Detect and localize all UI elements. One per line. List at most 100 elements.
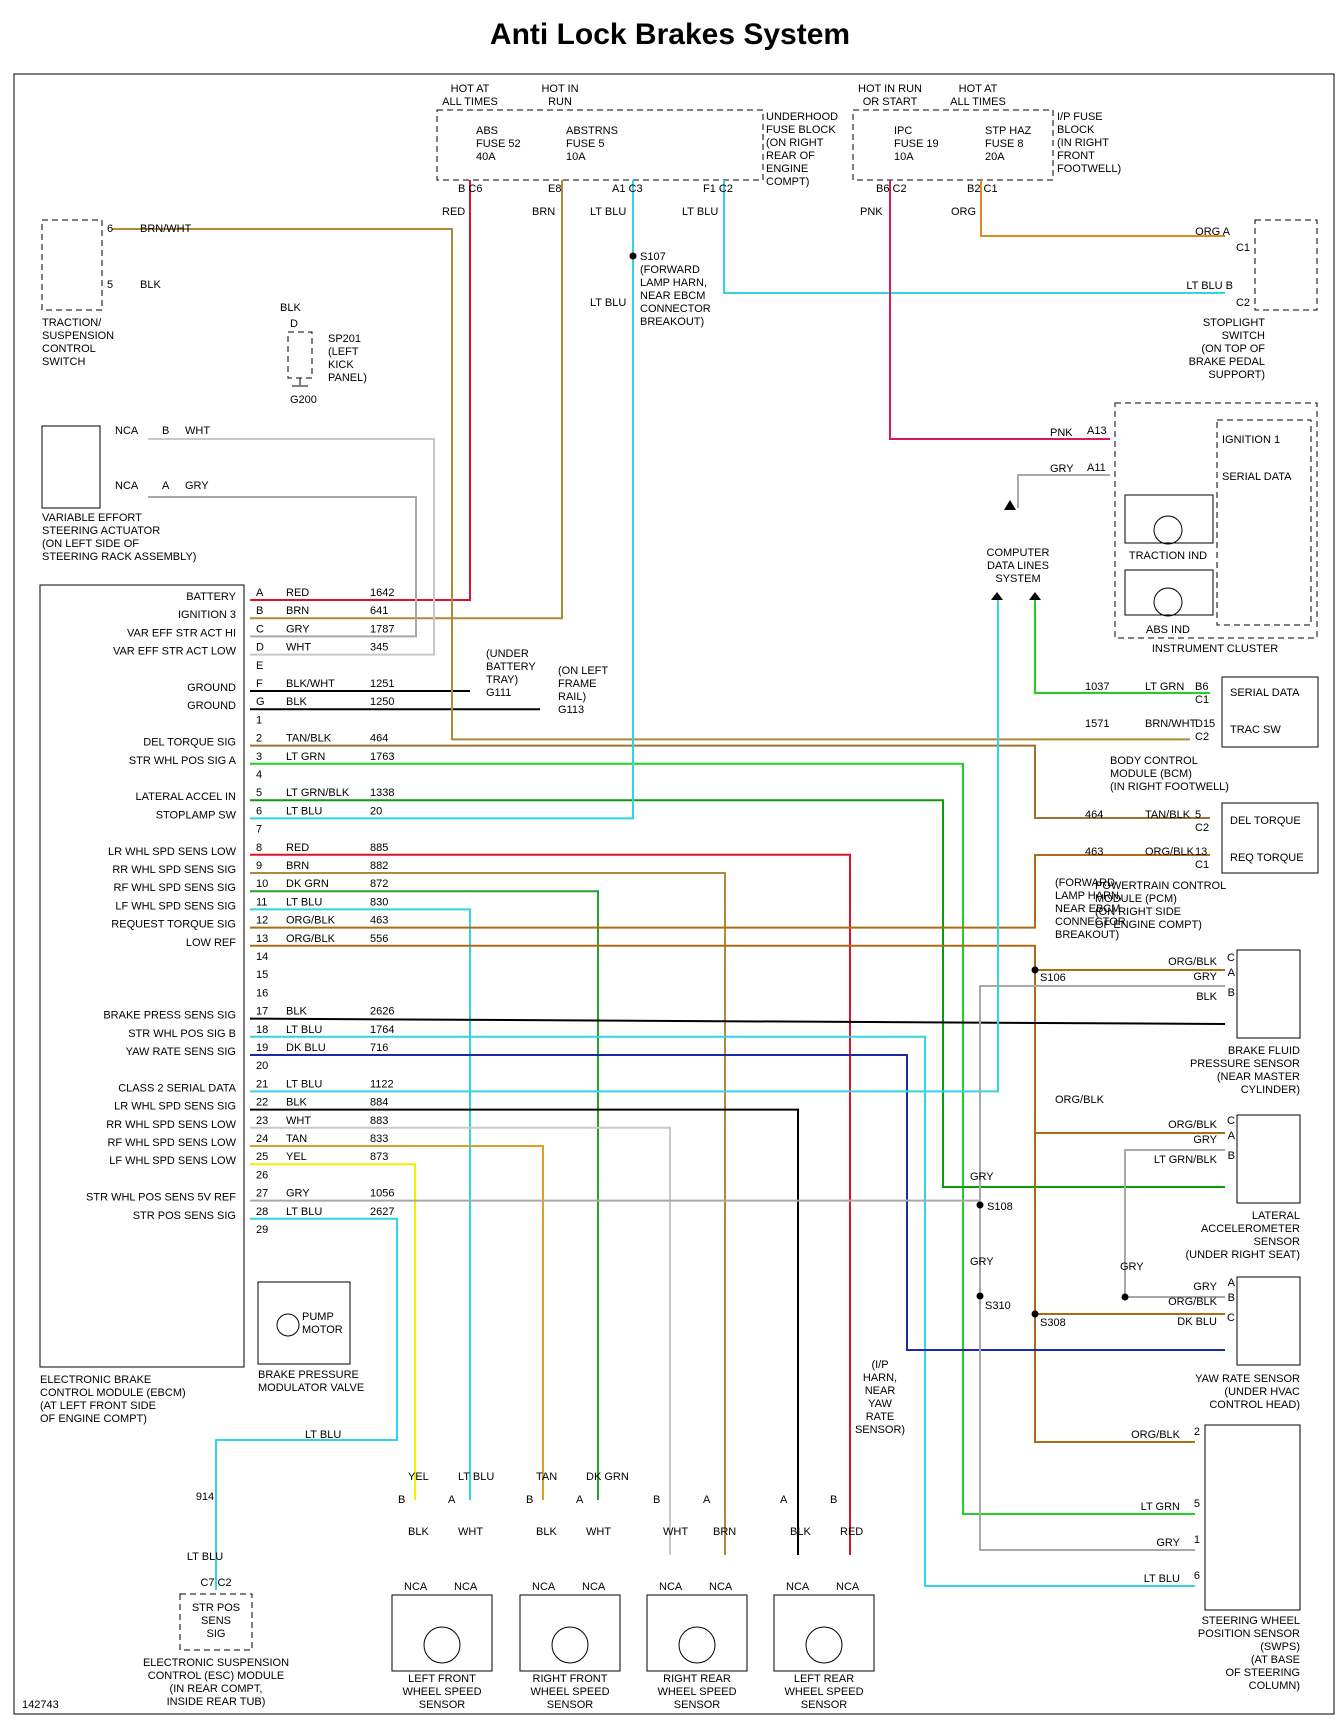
ebcm-pin-circuit-A: 1642 [370, 587, 394, 599]
ebcm-pin-num-24: 24 [256, 1133, 268, 1145]
ebcm-pin-wire-25: YEL [286, 1151, 307, 1163]
fuse-pins-2: B6 C2 [876, 183, 907, 195]
wheel-bot-wire-l-0: BLK [408, 1526, 429, 1538]
lat-pin-wire-2: LT GRN/BLK [1154, 1154, 1218, 1166]
ic-serial-data: SERIAL DATA [1222, 471, 1292, 483]
ebcm-pin-circuit-11: 830 [370, 896, 388, 908]
ic-pin-pnk: PNK [1050, 427, 1073, 439]
wire-5v-ref-bfps [250, 985, 1225, 1202]
ebcm-pin-label-13: LOW REF [186, 937, 236, 949]
wheel-nca-l-3: NCA [786, 1581, 810, 1593]
fuse-wire-0: RED [442, 206, 465, 218]
ebcm-pin-num-28: 28 [256, 1206, 268, 1218]
ic-inner-box [1216, 419, 1312, 626]
wheel-sensor-rotor-0 [423, 1626, 461, 1664]
wheel-pin-r-0: A [448, 1494, 456, 1506]
s308-label: S308 [1040, 1317, 1066, 1329]
ebcm-pin-label-5: LATERAL ACCEL IN [136, 791, 237, 803]
ebcm-pin-circuit-B: 641 [370, 605, 388, 617]
splice-s310 [976, 1292, 984, 1300]
stoplight-pin-c2: C2 [1236, 297, 1250, 309]
wheel-nca-l-0: NCA [404, 1581, 428, 1593]
ebcm-pin-wire-12: ORG/BLK [286, 915, 336, 927]
ebcm-pin-num-14: 14 [256, 951, 268, 963]
ebcm-pin-num-22: 22 [256, 1097, 268, 1109]
ebcm-pin-circuit-22: 884 [370, 1097, 388, 1109]
ebcm-pin-num-4: 4 [256, 769, 262, 781]
esc-wire-top: LT BLU [305, 1429, 341, 1441]
wheel-nca-r-3: NCA [836, 1581, 860, 1593]
ebcm-pin-num-13: 13 [256, 933, 268, 945]
wire-vesa-hi-gry [148, 496, 417, 638]
ebcm-pin-wire-A: RED [286, 587, 309, 599]
ebcm-pin-circuit-25: 873 [370, 1151, 388, 1163]
wheel-bot-wire-l-1: BLK [536, 1526, 557, 1538]
ts-pin-5: 5 [107, 279, 113, 291]
cdl-arrow-gry [1004, 500, 1016, 510]
jumper-pin-a1: A1 C3 [612, 183, 643, 195]
ebcm-pin-label-27: STR WHL POS SENS 5V REF [86, 1192, 236, 1204]
cdl-arrow-ltblu [991, 592, 1003, 600]
wheel-sensor-rotor-3 [805, 1626, 843, 1664]
ebcm-pin-circuit-F: 1251 [370, 678, 394, 690]
instrument-cluster-box [1114, 402, 1318, 639]
fuse-pins-1: E8 [548, 183, 561, 195]
ebcm-pin-circuit-G: 1250 [370, 696, 394, 708]
yaw-pin-0: A [1228, 1277, 1236, 1289]
pump-motor-box [257, 1281, 351, 1365]
ebcm-pin-num-18: 18 [256, 1024, 268, 1036]
ebcm-pin-wire-22: BLK [286, 1097, 307, 1109]
wheel-bot-wire-r-3: RED [840, 1526, 863, 1538]
ebcm-pin-wire-8: RED [286, 842, 309, 854]
wheel-pin-r-2: A [703, 1494, 711, 1506]
vesa-wire-a: GRY [185, 480, 209, 492]
traction-ind-lamp [1124, 494, 1214, 544]
ebcm-pin-label-B: IGNITION 3 [178, 609, 236, 621]
yaw-pin-2: C [1227, 1312, 1235, 1324]
swps-pin-3: 6 [1194, 1570, 1200, 1582]
ebcm-pin-label-18: STR WHL POS SIG B [128, 1028, 236, 1040]
bfps-pin-1: A [1228, 967, 1236, 979]
gry-vert-label-1: GRY [970, 1171, 994, 1183]
ebcm-pin-circuit-3: 1763 [370, 751, 394, 763]
pcm-circuit-1: 463 [1085, 846, 1103, 858]
ic-pin-a13: A13 [1087, 425, 1107, 437]
ebcm-pin-label-19: YAW RATE SENS SIG [126, 1046, 236, 1058]
cdl-arrow-ltgrn [1029, 592, 1041, 600]
lat-pin-0: C [1227, 1115, 1235, 1127]
diagram-frame [13, 73, 1335, 1715]
wheel-nca-r-0: NCA [454, 1581, 478, 1593]
vesa-pin-a: A [162, 480, 170, 492]
ebcm-pin-num-G: G [256, 696, 265, 708]
ts-pin-6: 6 [107, 223, 113, 235]
wheel-bot-wire-l-2: WHT [663, 1526, 688, 1538]
ebcm-pin-wire-21: LT BLU [286, 1078, 322, 1090]
ebcm-pin-circuit-12: 463 [370, 915, 388, 927]
ebcm-pin-wire-B: BRN [286, 605, 309, 617]
wire-lf-sig [250, 908, 471, 1500]
wheel-sensor-body-1 [519, 1594, 621, 1672]
wire-stoplamp [250, 180, 634, 820]
ebcm-pin-circuit-9: 882 [370, 860, 388, 872]
ebcm-pin-wire-28: LT BLU [286, 1206, 322, 1218]
ebcm-pin-num-3: 3 [256, 751, 262, 763]
ebcm-pin-num-6: 6 [256, 805, 262, 817]
ebcm-pin-label-3: STR WHL POS SIG A [129, 755, 237, 767]
ebcm-pin-num-D: D [256, 642, 264, 654]
ebcm-pin-num-17: 17 [256, 1006, 268, 1018]
